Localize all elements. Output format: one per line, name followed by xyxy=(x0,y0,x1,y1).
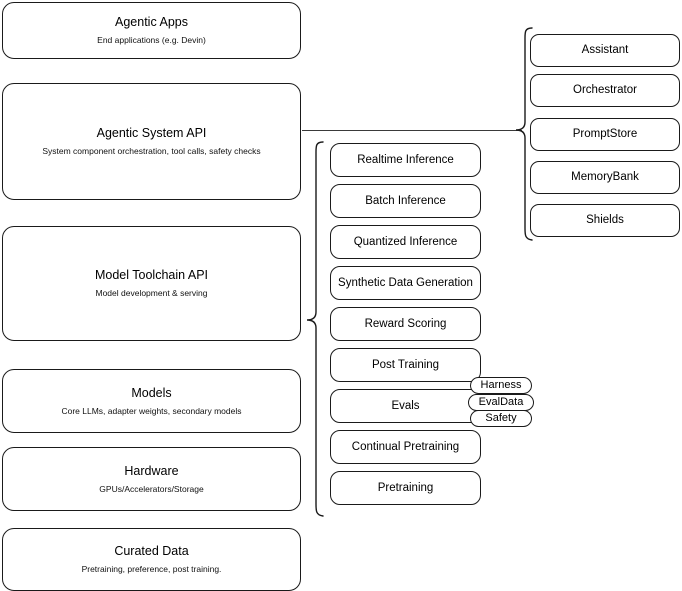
layer-subtitle: GPUs/Accelerators/Storage xyxy=(99,483,204,494)
component-shields[interactable]: Shields xyxy=(530,204,680,237)
layer-title: Agentic System API xyxy=(96,126,207,141)
badge-label: Harness xyxy=(480,379,522,391)
stack-layer-model-toolchain-api[interactable]: Model Toolchain API Model development & … xyxy=(2,226,301,341)
component-label: Assistant xyxy=(581,44,629,57)
component-promptstore[interactable]: PromptStore xyxy=(530,118,680,151)
capability-pretraining[interactable]: Pretraining xyxy=(330,471,481,505)
badge-safety[interactable]: Safety xyxy=(470,410,532,427)
layer-title: Model Toolchain API xyxy=(94,268,209,283)
capability-label: Continual Pretraining xyxy=(351,440,460,453)
capability-label: Realtime Inference xyxy=(357,153,454,166)
component-label: PromptStore xyxy=(572,128,638,141)
stack-layer-models[interactable]: Models Core LLMs, adapter weights, secon… xyxy=(2,369,301,433)
capability-reward-scoring[interactable]: Reward Scoring xyxy=(330,307,481,341)
stack-layer-agentic-apps[interactable]: Agentic Apps End applications (e.g. Devi… xyxy=(2,2,301,59)
badge-harness[interactable]: Harness xyxy=(470,377,532,394)
badge-evaldata[interactable]: EvalData xyxy=(468,394,534,411)
capability-batch-inference[interactable]: Batch Inference xyxy=(330,184,481,218)
capability-realtime-inference[interactable]: Realtime Inference xyxy=(330,143,481,177)
layer-subtitle: Model development & serving xyxy=(95,288,208,298)
capability-synthetic-data-generation[interactable]: Synthetic Data Generation xyxy=(330,266,481,300)
badge-label: Safety xyxy=(485,412,517,424)
layer-title: Models xyxy=(131,385,172,400)
component-label: MemoryBank xyxy=(571,171,639,184)
badge-label: EvalData xyxy=(478,396,524,408)
layer-title: Agentic Apps xyxy=(115,15,188,30)
capability-label: Evals xyxy=(391,399,420,412)
component-orchestrator[interactable]: Orchestrator xyxy=(530,74,680,107)
brace-toolchain-capabilities xyxy=(306,140,324,518)
component-label: Orchestrator xyxy=(573,84,637,97)
layer-subtitle: Core LLMs, adapter weights, secondary mo… xyxy=(61,405,242,416)
capability-label: Quantized Inference xyxy=(353,235,458,248)
stack-layer-agentic-system-api[interactable]: Agentic System API System component orch… xyxy=(2,83,301,200)
connector-line-system-api-to-components xyxy=(302,130,522,131)
capability-evals[interactable]: Evals xyxy=(330,389,481,423)
capability-post-training[interactable]: Post Training xyxy=(330,348,481,382)
stack-layer-curated-data[interactable]: Curated Data Pretraining, preference, po… xyxy=(2,528,301,591)
component-assistant[interactable]: Assistant xyxy=(530,34,680,67)
layer-subtitle: System component orchestration, tool cal… xyxy=(42,146,261,156)
component-label: Shields xyxy=(586,214,624,227)
layer-subtitle: Pretraining, preference, post training. xyxy=(81,564,222,574)
capability-label: Synthetic Data Generation xyxy=(338,276,473,289)
component-memorybank[interactable]: MemoryBank xyxy=(530,161,680,194)
capability-label: Batch Inference xyxy=(365,194,446,207)
capability-continual-pretraining[interactable]: Continual Pretraining xyxy=(330,430,481,464)
layer-title: Hardware xyxy=(124,463,179,478)
capability-label: Pretraining xyxy=(377,481,434,494)
stack-layer-hardware[interactable]: Hardware GPUs/Accelerators/Storage xyxy=(2,447,301,511)
brace-system-components xyxy=(515,26,533,242)
layer-subtitle: End applications (e.g. Devin) xyxy=(97,35,206,45)
layer-title: Curated Data xyxy=(114,544,189,559)
capability-label: Post Training xyxy=(371,358,440,371)
capability-label: Reward Scoring xyxy=(364,317,447,330)
capability-quantized-inference[interactable]: Quantized Inference xyxy=(330,225,481,259)
